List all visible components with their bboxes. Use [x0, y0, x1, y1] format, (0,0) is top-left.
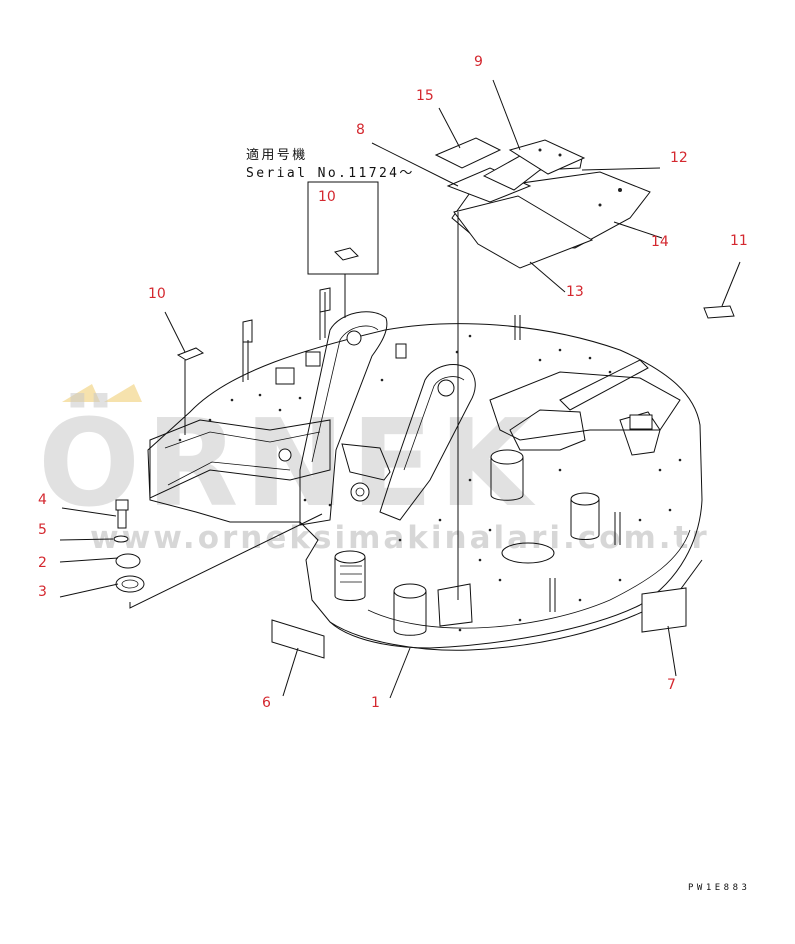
floor-plate-9	[508, 139, 586, 175]
bolt-4	[115, 499, 129, 529]
deck-frame-bracket	[437, 583, 473, 627]
boom-pin-bore-upper-right	[437, 379, 455, 397]
deck-cylinder-4	[334, 550, 366, 601]
boom-bracket-left-inner	[311, 325, 379, 463]
washer-5	[113, 535, 129, 543]
frame-deck-rim	[367, 529, 691, 629]
callout-1: 1	[371, 695, 380, 711]
callout-11: 11	[730, 233, 748, 249]
callout-5: 5	[38, 522, 47, 538]
callout-6: 6	[262, 695, 271, 711]
deck-hose-guide	[341, 443, 391, 481]
boom-bracket-left	[299, 311, 388, 526]
gasket-3	[115, 575, 145, 593]
frame-rear-bracket-2	[619, 411, 661, 456]
deck-cylinder-2	[570, 492, 600, 540]
deck-block-3	[395, 343, 407, 359]
callouts: 1 2 3 4 5 6 7 8 9 10 10 11 12 13 14 15	[38, 54, 748, 711]
boom-bracket-right	[379, 364, 476, 521]
callout-8: 8	[356, 122, 365, 138]
callout-12: 12	[670, 150, 688, 166]
leader-lines	[59, 79, 741, 699]
callout-2: 2	[38, 555, 47, 571]
boom-pin-bore-lower-inner	[355, 487, 365, 497]
frame-left-channel-inner	[164, 431, 321, 486]
watermark-url: www.orneksimakinalari.com.tr	[90, 520, 710, 556]
decal-11	[703, 305, 735, 319]
boom-bracket-right-inner	[403, 376, 465, 471]
revolving-frame	[147, 287, 703, 651]
floor-plate-15	[434, 137, 502, 169]
decal-10-left	[176, 347, 205, 361]
cover-2	[115, 553, 141, 569]
frame-deck-outline	[147, 323, 703, 649]
floor-plates	[434, 137, 651, 269]
floor-plate-8	[446, 167, 532, 203]
deck-post-right	[514, 315, 521, 340]
serial-label: Serial No.11724～	[246, 166, 415, 181]
deck-block-4	[629, 414, 653, 430]
fastener-parts	[113, 499, 145, 593]
decal-7	[641, 587, 687, 633]
boom-pin-bore-lower	[350, 482, 370, 502]
callout-9: 9	[474, 54, 483, 70]
deck-block-2	[305, 351, 321, 367]
deck-opening	[501, 542, 555, 564]
deck-cylinder-1	[490, 449, 524, 501]
deck-post-front	[549, 578, 556, 612]
watermark: ÖRNEK www.orneksimakinalari.com.tr	[38, 384, 710, 556]
deck-post-rear	[614, 512, 621, 545]
boom-pin-bore-side	[278, 448, 292, 462]
serial-variant-box	[307, 181, 379, 275]
applicable-label: 適用号機	[246, 147, 308, 163]
boom-pin-bore-upper-left	[346, 330, 362, 346]
deck-cylinder-3	[393, 583, 427, 636]
callout-4: 4	[38, 492, 47, 508]
decal-6	[271, 619, 325, 659]
drawing-code: PW1E883	[688, 883, 750, 893]
callout-7: 7	[667, 677, 676, 693]
deck-post-mid	[319, 287, 331, 340]
callout-10-box: 10	[318, 189, 336, 205]
frame-rear-bracket	[509, 409, 586, 451]
frame-right-rail	[559, 359, 649, 411]
callout-13: 13	[566, 284, 584, 300]
callout-3: 3	[38, 584, 47, 600]
floor-plate-13	[453, 195, 594, 269]
callout-15: 15	[416, 88, 434, 104]
frame-left-channel	[149, 419, 331, 499]
deck-block-1	[275, 367, 295, 385]
watermark-accent-mark	[62, 384, 142, 402]
deck-post-left	[242, 319, 253, 382]
callout-14: 14	[651, 234, 669, 250]
label-10-variant	[334, 247, 359, 261]
callout-10-left: 10	[148, 286, 166, 302]
